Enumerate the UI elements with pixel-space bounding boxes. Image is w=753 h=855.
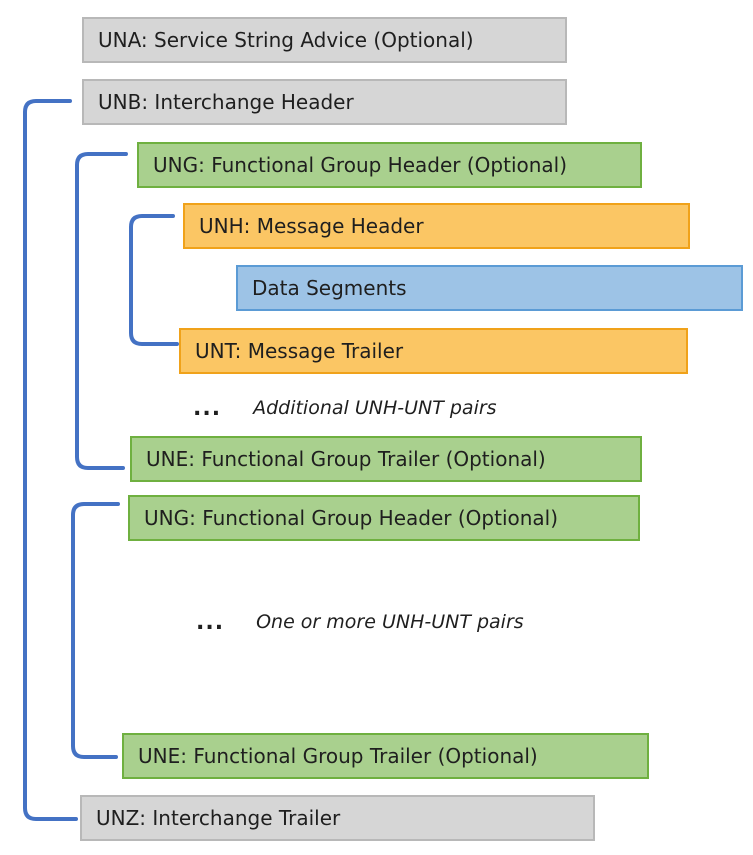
one-or-more-pairs-note: ... One or more UNH-UNT pairs — [196, 607, 524, 637]
data-segments: Data Segments — [236, 265, 743, 311]
unb-segment: UNB: Interchange Header — [82, 79, 567, 125]
une-segment-1: UNE: Functional Group Trailer (Optional) — [130, 436, 642, 482]
une-segment-2: UNE: Functional Group Trailer (Optional) — [122, 733, 649, 779]
group-1-bracket — [75, 152, 128, 470]
interchange-bracket — [23, 99, 78, 821]
one-or-more-pairs-text: One or more UNH-UNT pairs — [256, 611, 524, 633]
ung-segment-1: UNG: Functional Group Header (Optional) — [137, 142, 642, 188]
ellipsis: ... — [193, 395, 222, 421]
message-bracket — [129, 214, 179, 346]
una-segment: UNA: Service String Advice (Optional) — [82, 17, 567, 63]
additional-pairs-text: Additional UNH-UNT pairs — [253, 397, 497, 419]
unz-segment: UNZ: Interchange Trailer — [80, 795, 595, 841]
ung-segment-2: UNG: Functional Group Header (Optional) — [128, 495, 640, 541]
additional-pairs-note: ... Additional UNH-UNT pairs — [193, 393, 497, 423]
ellipsis: ... — [196, 609, 225, 635]
unt-segment: UNT: Message Trailer — [179, 328, 688, 374]
group-2-bracket — [71, 502, 120, 759]
unh-segment: UNH: Message Header — [183, 203, 690, 249]
